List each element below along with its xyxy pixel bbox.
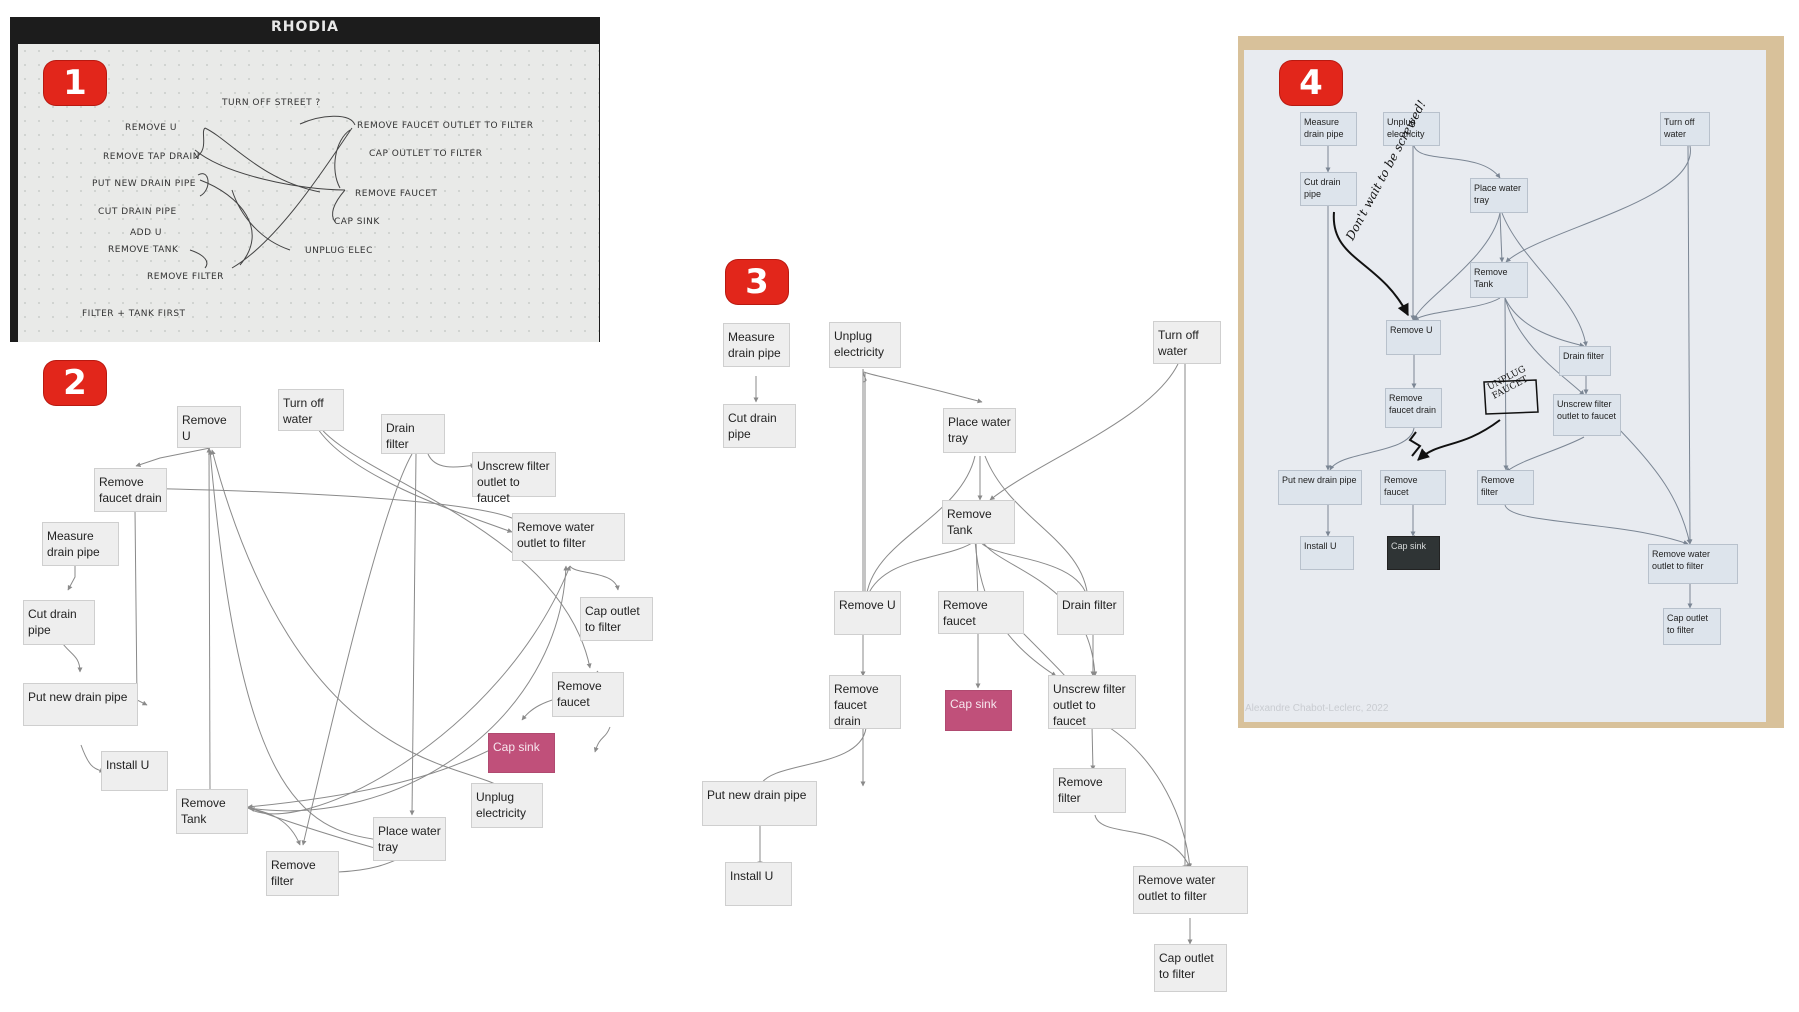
sketch-note: REMOVE TANK xyxy=(108,245,179,255)
photo-credit: Alexandre Chabot-Leclerc, 2022 xyxy=(1245,703,1389,714)
d3-node-unscrew-filter-outlet: Unscrew filter outlet to faucet xyxy=(1048,675,1136,729)
step-badge: 4 xyxy=(1280,61,1342,105)
d2-node-remove-faucet-drain: Remove faucet drain xyxy=(94,468,167,512)
d4-node-remove-tank: Remove Tank xyxy=(1470,262,1528,298)
d3-node-drain-filter: Drain filter xyxy=(1057,591,1124,635)
d4-node-unplug-electricity: Unplug electricity xyxy=(1383,112,1440,146)
d2-node-measure-drain-pipe: Measure drain pipe xyxy=(42,522,119,566)
d4-node-remove-filter: Remove filter xyxy=(1477,470,1534,505)
d2-node-remove-u: Remove U xyxy=(177,406,241,448)
sketch-note: UNPLUG ELEC xyxy=(305,246,373,256)
sketch-note: REMOVE FILTER xyxy=(147,272,224,282)
d3-node-remove-filter: Remove filter xyxy=(1053,768,1126,813)
d4-node-drain-filter: Drain filter xyxy=(1559,346,1611,376)
d2-node-remove-tank: Remove Tank xyxy=(176,789,248,834)
d2-node-install-u: Install U xyxy=(101,751,168,791)
d4-node-place-water-tray: Place water tray xyxy=(1470,178,1528,213)
d4-node-install-u: Install U xyxy=(1300,536,1354,570)
step-badge: 1 xyxy=(44,61,106,105)
sketch-paper xyxy=(18,44,599,342)
d3-node-cap-sink: Cap sink xyxy=(945,690,1012,731)
d4-node-turn-off-water: Turn off water xyxy=(1660,112,1710,146)
sketch-note: ADD U xyxy=(130,228,162,238)
sketch-note: TURN OFF STREET ? xyxy=(222,98,321,108)
d3-node-place-water-tray: Place water tray xyxy=(943,408,1016,453)
sketch-note: REMOVE FAUCET xyxy=(355,189,438,199)
d4-node-cut-drain-pipe: Cut drain pipe xyxy=(1300,172,1357,206)
sketch-note: FILTER + TANK FIRST xyxy=(82,309,186,319)
d4-node-cap-outlet: Cap outlet to filter xyxy=(1663,608,1721,645)
d3-node-cap-outlet: Cap outlet to filter xyxy=(1154,944,1227,992)
d2-node-put-new-drain-pipe: Put new drain pipe xyxy=(23,683,138,726)
d4-node-remove-water-outlet: Remove water outlet to filter xyxy=(1648,544,1738,584)
sketch-note: REMOVE U xyxy=(125,123,177,133)
d4-node-cap-sink: Cap sink xyxy=(1387,536,1440,570)
step-badge: 2 xyxy=(44,361,106,405)
d3-node-turn-off-water: Turn off water xyxy=(1153,321,1221,364)
d4-node-unscrew-filter-outlet: Unscrew filter outlet to faucet xyxy=(1553,394,1621,436)
d3-node-install-u: Install U xyxy=(725,862,792,906)
d3-node-remove-u: Remove U xyxy=(834,591,901,635)
sketch-note: REMOVE TAP DRAIN xyxy=(103,152,200,162)
d2-node-cap-outlet: Cap outlet to filter xyxy=(580,597,653,641)
d3-node-remove-tank: Remove Tank xyxy=(942,500,1015,544)
d2-node-turn-off-water: Turn off water xyxy=(278,389,344,431)
d3-node-remove-faucet-drain: Remove faucet drain xyxy=(829,675,901,729)
sketch-note: CUT DRAIN PIPE xyxy=(98,207,177,217)
d2-node-drain-filter: Drain filter xyxy=(381,414,445,454)
d4-node-remove-faucet-drain: Remove faucet drain xyxy=(1385,388,1442,428)
d3-node-remove-faucet: Remove faucet xyxy=(938,591,1024,634)
d2-node-remove-filter: Remove filter xyxy=(266,851,339,896)
d2-node-remove-water-outlet: Remove water outlet to filter xyxy=(512,513,625,561)
d2-node-unscrew-filter-outlet: Unscrew filter outlet to faucet xyxy=(472,452,556,505)
d2-node-cut-drain-pipe: Cut drain pipe xyxy=(23,600,95,645)
d4-node-remove-u: Remove U xyxy=(1386,320,1441,355)
d4-node-remove-faucet: Remove faucet xyxy=(1380,470,1446,505)
d4-node-measure-drain-pipe: Measure drain pipe xyxy=(1300,112,1357,146)
sketch-note: REMOVE FAUCET OUTLET TO FILTER xyxy=(357,121,534,131)
sketch-note: CAP SINK xyxy=(334,217,380,227)
d3-node-unplug-electricity: Unplug electricity xyxy=(829,322,901,368)
d3-node-put-new-drain-pipe: Put new drain pipe xyxy=(702,781,817,826)
d2-node-cap-sink: Cap sink xyxy=(488,733,555,773)
d4-node-put-new-drain-pipe: Put new drain pipe xyxy=(1278,470,1362,505)
sketch-note: PUT NEW DRAIN PIPE xyxy=(92,179,196,189)
d3-node-measure-drain-pipe: Measure drain pipe xyxy=(723,323,790,367)
sketch-pen-lines xyxy=(189,115,356,269)
step-badge: 3 xyxy=(726,260,788,304)
d2-node-remove-faucet: Remove faucet xyxy=(552,672,624,717)
d2-node-place-water-tray: Place water tray xyxy=(373,817,446,861)
sketch-note: CAP OUTLET TO FILTER xyxy=(369,149,483,159)
d3-node-remove-water-outlet: Remove water outlet to filter xyxy=(1133,866,1248,914)
d3-node-cut-drain-pipe: Cut drain pipe xyxy=(723,404,796,448)
d2-node-unplug-electricity: Unplug electricity xyxy=(471,783,543,828)
notebook-brand: RHODIA xyxy=(270,19,340,35)
